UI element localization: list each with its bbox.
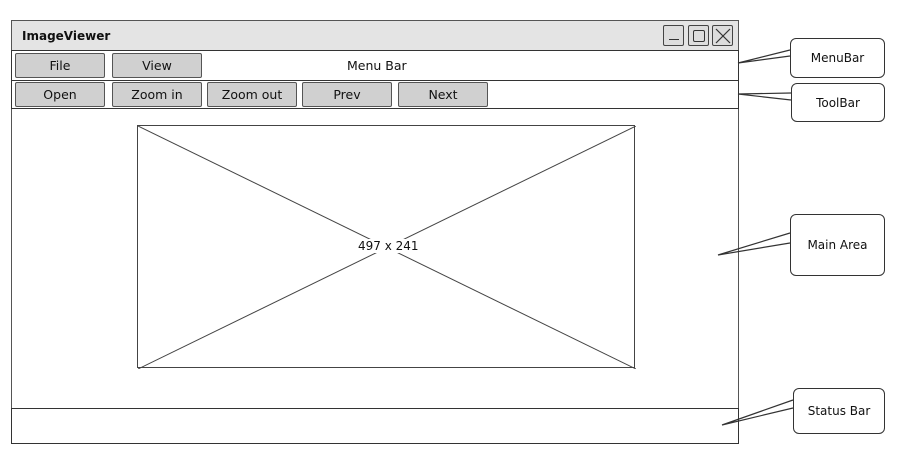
prev-button[interactable]: Prev xyxy=(302,82,392,107)
maximize-button[interactable] xyxy=(688,25,709,46)
callout-status-bar: Status Bar xyxy=(793,388,885,434)
callout-main-area: Main Area xyxy=(790,214,885,276)
minimize-icon xyxy=(669,39,679,40)
zoom-in-button[interactable]: Zoom in xyxy=(112,82,202,107)
title-bar: ImageViewer xyxy=(11,20,739,51)
menu-view[interactable]: View xyxy=(112,53,202,78)
status-bar xyxy=(11,408,739,444)
image-placeholder: 497 x 241 xyxy=(137,125,636,369)
callout-menubar: MenuBar xyxy=(790,38,885,78)
minimize-button[interactable] xyxy=(663,25,684,46)
image-size-label: 497 x 241 xyxy=(356,239,421,253)
menu-file[interactable]: File xyxy=(15,53,105,78)
window-title: ImageViewer xyxy=(22,29,111,43)
close-icon xyxy=(715,28,731,44)
menu-bar-caption: Menu Bar xyxy=(347,58,407,73)
maximize-icon xyxy=(693,30,705,42)
next-button[interactable]: Next xyxy=(398,82,488,107)
callout-toolbar: ToolBar xyxy=(791,83,885,122)
close-button[interactable] xyxy=(712,25,733,46)
zoom-out-button[interactable]: Zoom out xyxy=(207,82,297,107)
open-button[interactable]: Open xyxy=(15,82,105,107)
